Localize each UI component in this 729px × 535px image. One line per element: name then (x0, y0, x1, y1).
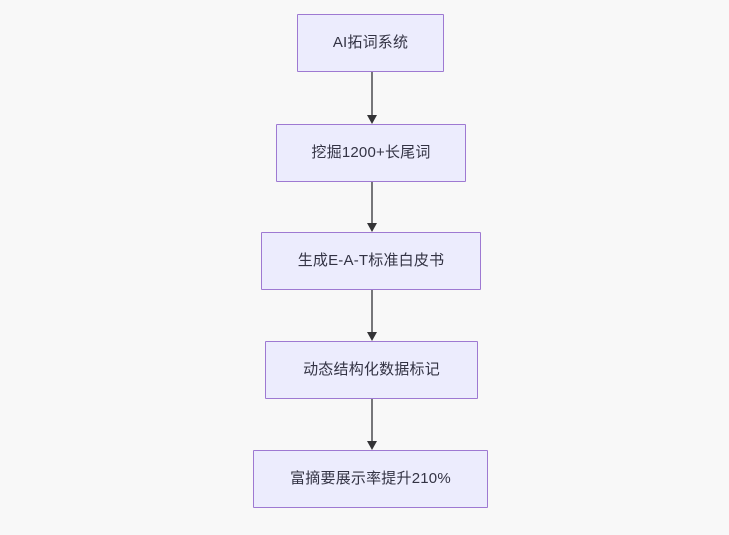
flow-node-label: 动态结构化数据标记 (303, 361, 440, 379)
arrow-head-icon (366, 115, 377, 124)
flow-node-ai-keyword-system[interactable]: AI拓词系统 (297, 14, 444, 72)
flow-node-generate-eat-whitepaper[interactable]: 生成E-A-T标准白皮书 (261, 232, 481, 290)
flow-edge-connector (366, 182, 377, 232)
edge-line (371, 182, 373, 224)
edge-line (371, 399, 373, 442)
arrow-head-icon (366, 332, 377, 341)
edge-line (371, 72, 373, 116)
flow-node-label: 生成E-A-T标准白皮书 (297, 252, 445, 270)
flow-node-dynamic-structured-data-markup[interactable]: 动态结构化数据标记 (265, 341, 478, 399)
flow-node-label: 挖掘1200+长尾词 (311, 144, 431, 162)
flow-node-label: 富摘要展示率提升210% (290, 470, 451, 488)
arrow-head-icon (366, 223, 377, 232)
flow-edge-connector (366, 290, 377, 341)
edge-line (371, 290, 373, 333)
flow-node-mine-longtail-keywords[interactable]: 挖掘1200+长尾词 (276, 124, 466, 182)
flow-node-rich-snippet-impression-uplift[interactable]: 富摘要展示率提升210% (253, 450, 488, 508)
flow-node-label: AI拓词系统 (332, 34, 409, 52)
arrow-head-icon (366, 441, 377, 450)
flow-edge-connector (366, 72, 377, 124)
flow-edge-connector (366, 399, 377, 450)
